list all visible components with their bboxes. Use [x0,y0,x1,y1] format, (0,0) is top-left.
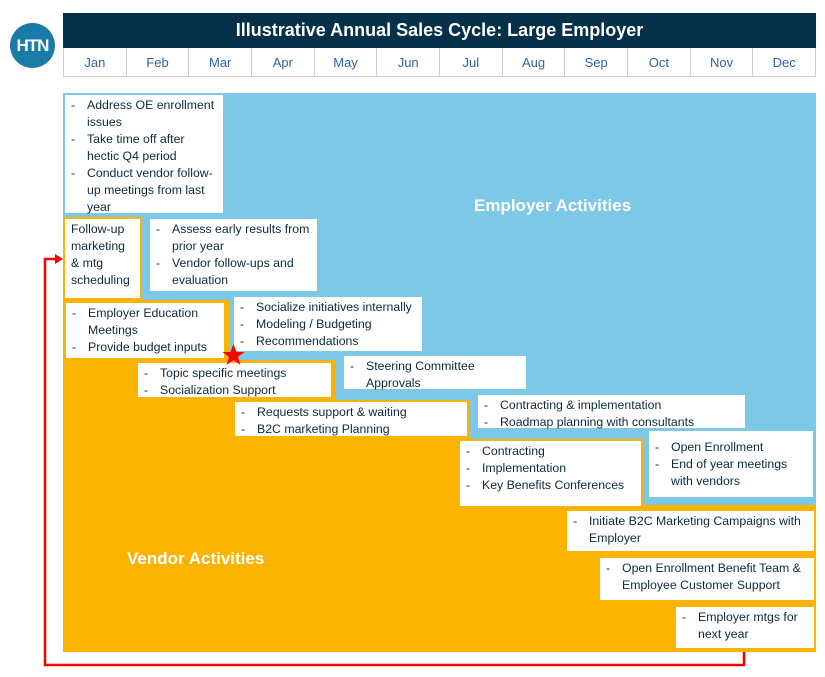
bullet-list: Employer Education MeetingsProvide budge… [72,305,220,356]
bullet-item: Contracting [466,443,637,460]
bullet-list: Address OE enrollment issuesTake time of… [71,97,219,216]
bullet-item: Contracting & implementation [484,397,741,414]
month-mar: Mar [188,48,251,76]
month-oct: Oct [627,48,690,76]
bullet-item: Roadmap planning with consultants [484,414,741,431]
month-may: May [313,48,377,76]
bullet-item: Modeling / Budgeting [240,316,418,333]
bullet-list: Steering Committee Approvals [350,358,522,392]
bullet-item: Open Enrollment Benefit Team & Employee … [606,560,810,594]
month-dec: Dec [752,48,817,76]
bullet-item: Open Enrollment [655,439,809,456]
followup-text: Follow-up marketing & mtg scheduling [71,222,130,287]
bullet-list: Requests support & waitingB2C marketing … [241,404,463,438]
month-apr: Apr [251,48,314,76]
bullet-item: Steering Committee Approvals [350,358,522,392]
box-followup: Follow-up marketing & mtg scheduling [63,217,142,300]
bullet-item: Requests support & waiting [241,404,463,421]
box-employer-mtgs: Employer mtgs for next year [674,605,816,650]
bullet-item: Socialize initiatives internally [240,299,418,316]
bullet-list: Open Enrollment Benefit Team & Employee … [606,560,810,594]
month-jun: Jun [376,48,439,76]
vendor-activities-label: Vendor Activities [127,549,265,568]
month-jan: Jan [63,48,126,76]
employer-activities-label: Employer Activities [474,196,632,215]
box-education: Employer Education MeetingsProvide budge… [64,301,226,360]
box-address: Address OE enrollment issuesTake time of… [63,93,225,215]
bullet-item: Initiate B2C Marketing Campaigns with Em… [573,513,810,547]
box-initiate-b2c: Initiate B2C Marketing Campaigns with Em… [565,509,816,553]
bullet-item: B2C marketing Planning [241,421,463,438]
cycle-arrow [43,257,746,667]
bullet-item: Key Benefits Conferences [466,477,637,494]
bullet-list: Socialize initiatives internallyModeling… [240,299,418,350]
box-requests: Requests support & waitingB2C marketing … [233,400,469,438]
bullet-item: Topic specific meetings [144,365,327,382]
arrow-head-icon [55,254,63,264]
box-steering: Steering Committee Approvals [342,354,528,391]
bullet-item: Employer Education Meetings [72,305,220,339]
bullet-list: Topic specific meetingsSocialization Sup… [144,365,327,399]
bullet-item: Provide budget inputs [72,339,220,356]
htn-logo: HTN [10,23,55,68]
bullet-item: Assess early results from prior year [156,221,313,255]
bullet-item: Vendor follow-ups and evaluation [156,255,313,289]
bullet-list: Assess early results from prior yearVend… [156,221,313,289]
month-sep: Sep [564,48,627,76]
bullet-item: Implementation [466,460,637,477]
bullet-item: Take time off after hectic Q4 period [71,131,219,165]
bullet-item: Conduct vendor follow-up meetings from l… [71,165,219,216]
bullet-list: ContractingImplementationKey Benefits Co… [466,443,637,494]
bullet-list: Employer mtgs for next year [682,609,810,643]
month-nov: Nov [689,48,753,76]
box-socialize: Socialize initiatives internallyModeling… [232,295,424,353]
star-icon [222,344,245,365]
diagram-title: Illustrative Annual Sales Cycle: Large E… [63,13,816,48]
bullet-list: Initiate B2C Marketing Campaigns with Em… [573,513,810,547]
bullet-item: Recommendations [240,333,418,350]
box-assess: Assess early results from prior yearVend… [148,217,319,293]
month-feb: Feb [125,48,189,76]
box-topic: Topic specific meetingsSocialization Sup… [136,361,333,399]
bullet-item: Employer mtgs for next year [682,609,810,643]
bullet-item: Address OE enrollment issues [71,97,219,131]
bullet-item: End of year meetings with vendors [655,456,809,490]
month-jul: Jul [439,48,502,76]
box-contracting-vendor: ContractingImplementationKey Benefits Co… [458,439,643,508]
box-contracting-employer: Contracting & implementationRoadmap plan… [476,393,747,431]
month-aug: Aug [501,48,565,76]
bullet-list: Contracting & implementationRoadmap plan… [484,397,741,431]
box-open-enrollment: Open EnrollmentEnd of year meetings with… [647,429,815,499]
bullet-list: Open EnrollmentEnd of year meetings with… [655,439,809,490]
box-oe-team: Open Enrollment Benefit Team & Employee … [598,556,816,602]
bullet-item: Socialization Support [144,382,327,399]
